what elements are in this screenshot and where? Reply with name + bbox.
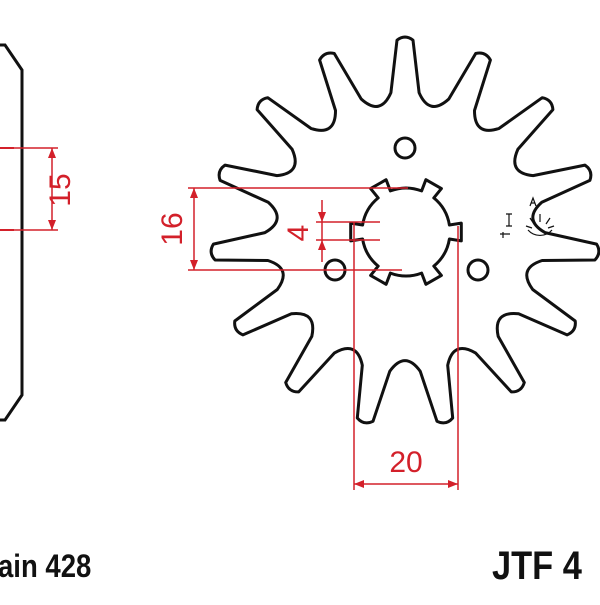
mount-hole-top (393, 136, 417, 160)
dim-15-arrow-top (48, 148, 56, 158)
dim-20-label: 20 (389, 446, 422, 479)
dim-15-label: 15 (44, 173, 77, 206)
dim-20-arrow-right (448, 480, 458, 488)
dim-20: 20 (353, 222, 459, 490)
sprocket-outline (209, 35, 600, 425)
dim-16: 16 (156, 187, 408, 271)
manufacturer-logo-icon (500, 196, 555, 238)
dim-4: 4 (282, 200, 380, 262)
dim-16-arrow-top (190, 188, 198, 198)
dim-16-label: 16 (156, 212, 189, 245)
mount-hole-right (466, 258, 490, 282)
dim-4-label: 4 (282, 225, 315, 242)
dim-15-arrow-bottom (48, 220, 56, 230)
sprocket-front-view (209, 35, 600, 425)
dim-20-arrow-left (354, 480, 364, 488)
part-number-label: JTF 4 (492, 544, 582, 588)
spline-bore (349, 178, 463, 286)
dim-4-arrow-top (318, 212, 326, 222)
side-profile-view: 15 (0, 43, 77, 422)
dim-4-arrow-bottom (318, 240, 326, 250)
profile-outline (0, 43, 24, 422)
dim-16-arrow-bottom (190, 260, 198, 270)
chain-size-label: ain 428 (0, 548, 92, 584)
